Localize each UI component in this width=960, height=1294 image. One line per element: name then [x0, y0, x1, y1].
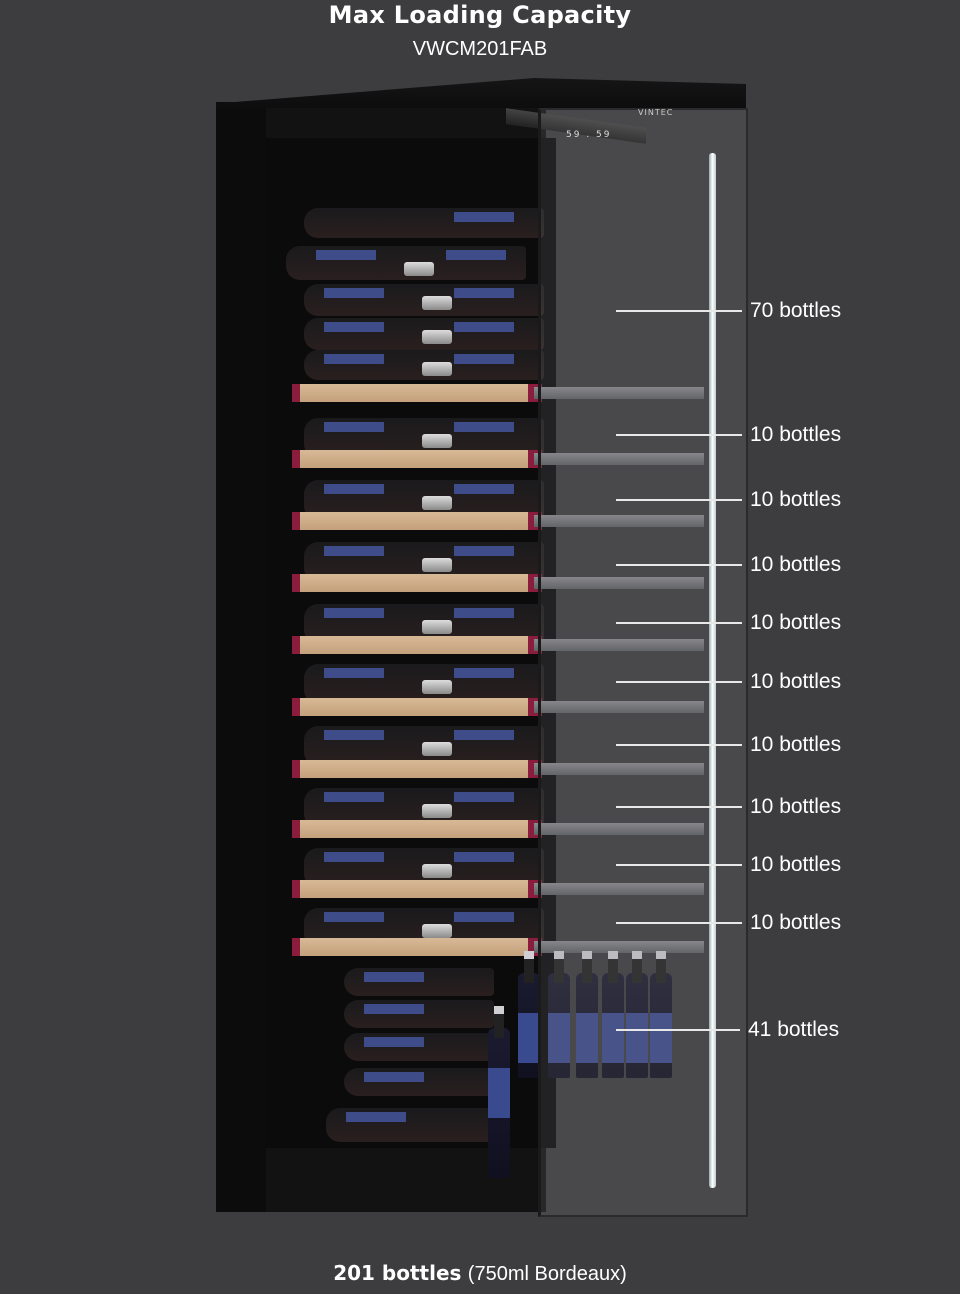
- wooden-shelf: [292, 698, 542, 716]
- wooden-shelf: [292, 760, 542, 778]
- bottle-stack: [304, 318, 544, 350]
- model-number: VWCM201FAB: [412, 38, 548, 60]
- bottle-stack: [344, 968, 494, 996]
- shelf-front-rail: [534, 823, 704, 835]
- shelf-front-rail: [534, 763, 704, 775]
- wine-cabinet-illustration: VINTEC 59 . 59: [216, 78, 748, 1218]
- glass-door: [538, 108, 748, 1217]
- bottle-stack: [304, 208, 544, 238]
- wooden-shelf: [292, 450, 542, 468]
- cabinet-top: [216, 78, 746, 108]
- shelf-front-rail: [534, 387, 704, 399]
- wooden-shelf: [292, 512, 542, 530]
- bottle-stack: [304, 284, 544, 316]
- bottle-stack: [344, 1000, 494, 1028]
- shelf-front-rail: [534, 577, 704, 589]
- page-title: Max Loading Capacity: [328, 1, 632, 29]
- wooden-shelf: [292, 636, 542, 654]
- upright-bottles: [488, 951, 678, 1178]
- brand-logo: VINTEC: [638, 108, 674, 117]
- wooden-shelf: [292, 384, 542, 402]
- bottle-stack: [326, 1108, 496, 1142]
- wooden-shelf: [292, 574, 542, 592]
- bottle-stack: [344, 1033, 494, 1061]
- temperature-display: 59 . 59: [566, 130, 612, 140]
- shelf-front-rail: [534, 883, 704, 895]
- bottle-stack: [304, 664, 544, 704]
- wooden-shelf: [292, 880, 542, 898]
- door-led-strip: [709, 153, 716, 1188]
- shelf-front-rail: [534, 453, 704, 465]
- wooden-shelf: [292, 938, 542, 956]
- total-capacity: 201 bottles (750ml Bordeaux): [0, 1260, 960, 1287]
- wooden-shelf: [292, 820, 542, 838]
- shelf-front-rail: [534, 515, 704, 527]
- bottle-type: (750ml Bordeaux): [467, 1263, 627, 1285]
- shelf-front-rail: [534, 941, 704, 953]
- bottle-stack: [344, 1068, 494, 1096]
- bottle-stack: [304, 726, 544, 766]
- shelf-front-rail: [534, 639, 704, 651]
- cabinet-side-panel: [216, 102, 266, 1212]
- shelf-front-rail: [534, 701, 704, 713]
- bottle-stack: [304, 350, 544, 380]
- total-bottles: 201 bottles: [333, 1261, 462, 1285]
- bottle-stack: [286, 246, 526, 280]
